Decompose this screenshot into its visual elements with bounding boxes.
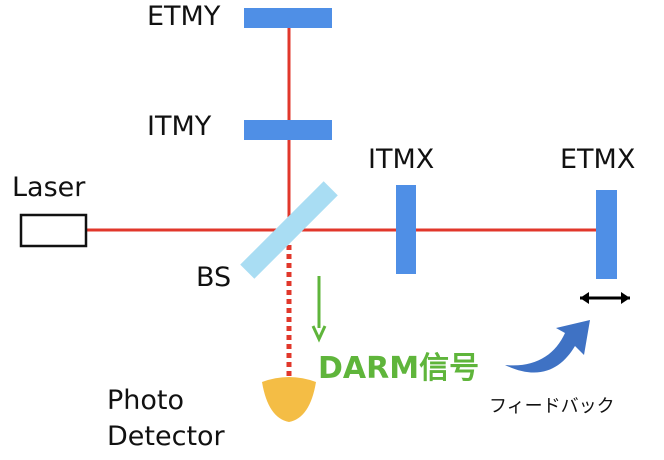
curved-arrow-icon [505,320,590,373]
etmy-label: ETMY [147,1,221,32]
etmy-mirror [244,8,332,28]
bs-label: BS [196,262,232,293]
double-arrow-right-head [621,292,630,304]
etmx-mirror [596,190,617,279]
etmx-label: ETMX [560,144,636,175]
feedback-label: フィードバック [489,396,615,417]
laser-label: Laser [12,172,86,203]
darm-arrowhead [311,325,327,343]
photodetector [262,377,316,422]
darm-signal-label: DARM信号 [318,351,480,386]
double-arrow-left-head [580,292,589,304]
itmx-mirror [396,185,416,274]
itmx-label: ITMX [368,144,435,175]
photo-label-line2: Detector [107,421,225,452]
laser-box [19,213,88,248]
itmy-label: ITMY [147,111,212,142]
photo-label-line1: Photo [107,385,185,416]
itmy-mirror [244,120,332,140]
beam-splitter [240,181,338,279]
